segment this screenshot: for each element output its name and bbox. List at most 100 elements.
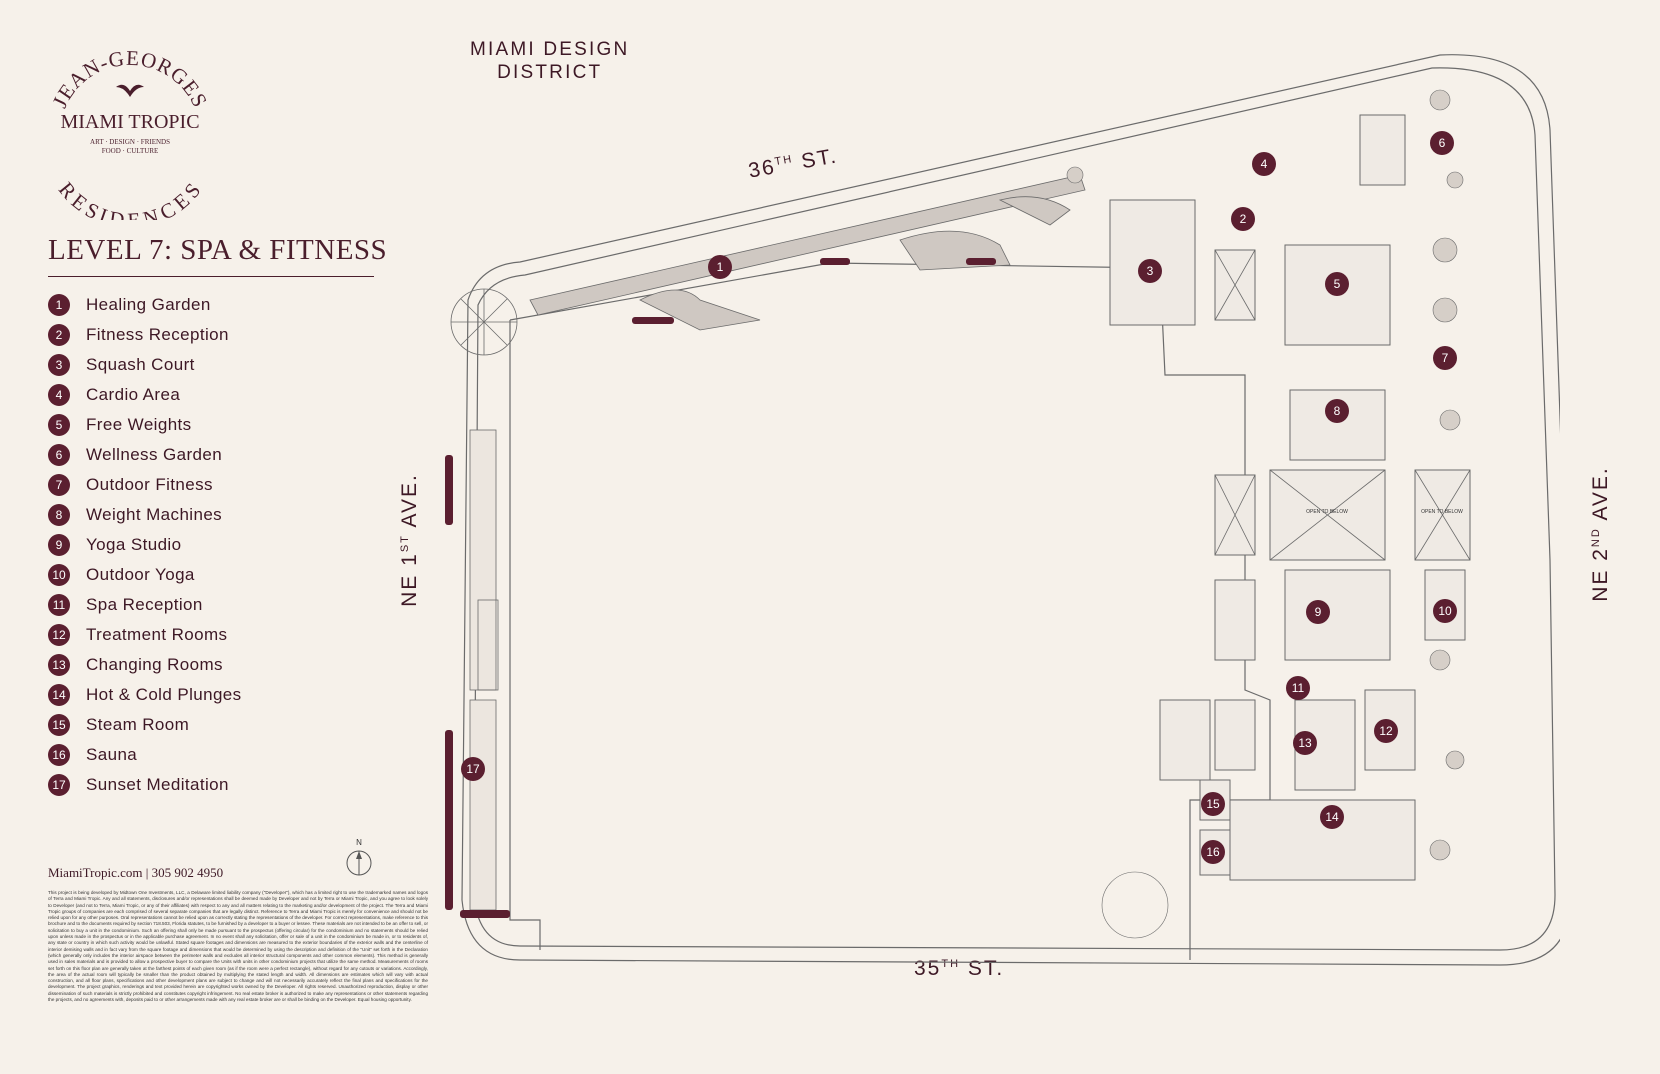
- legend-label: Outdoor Yoga: [86, 565, 195, 584]
- map-marker[interactable]: 2: [1231, 207, 1255, 231]
- amenity-rooms: [1109, 114, 1471, 881]
- legend-label: Spa Reception: [86, 595, 203, 614]
- marker-circle: [1374, 719, 1398, 743]
- marker-circle: [1325, 399, 1349, 423]
- legend-number-badge: 5: [48, 414, 70, 436]
- legend-number-badge: 1: [48, 294, 70, 316]
- map-marker[interactable]: 15: [1201, 792, 1225, 816]
- open-to-below-label: OPEN TO BELOW: [1306, 509, 1348, 515]
- district-label: MIAMI DESIGN DISTRICT: [470, 38, 629, 84]
- map-marker[interactable]: 8: [1325, 399, 1349, 423]
- legend-number-badge: 10: [48, 564, 70, 586]
- legend-number-badge: 17: [48, 774, 70, 796]
- map-marker[interactable]: 16: [1201, 840, 1225, 864]
- map-marker[interactable]: 13: [1293, 731, 1317, 755]
- marker-circle: [1320, 805, 1344, 829]
- legend-number-badge: 12: [48, 624, 70, 646]
- legal-disclaimer: This project is being developed by Midto…: [48, 890, 428, 1003]
- north-benches: [632, 258, 996, 324]
- marker-circle: [1325, 272, 1349, 296]
- legend-label: Hot & Cold Plunges: [86, 685, 242, 704]
- marker-number: 6: [1439, 136, 1446, 150]
- north-planters: [529, 174, 1086, 331]
- map-marker[interactable]: 11: [1286, 676, 1310, 700]
- east-garden-planting: [1066, 89, 1465, 939]
- legend-item: 5 Free Weights: [48, 410, 242, 440]
- map-marker[interactable]: 12: [1374, 719, 1398, 743]
- page-title: LEVEL 7: SPA & FITNESS: [48, 234, 388, 266]
- legend-item: 6 Wellness Garden: [48, 440, 242, 470]
- street-label-east: NE 2ND AVE.: [1589, 466, 1612, 602]
- legend-number-badge: 11: [48, 594, 70, 616]
- district-line-1: MIAMI DESIGN: [470, 39, 630, 60]
- legend-label: Yoga Studio: [86, 535, 182, 554]
- logo-arc-top: JEAN-GEORGES: [47, 46, 211, 112]
- marker-number: 8: [1334, 404, 1341, 418]
- map-marker[interactable]: 3: [1138, 259, 1162, 283]
- map-marker[interactable]: 6: [1430, 131, 1454, 155]
- map-marker[interactable]: 17: [461, 757, 485, 781]
- marker-circle: [1201, 792, 1225, 816]
- contact-line[interactable]: MiamiTropic.com | 305 902 4950: [48, 865, 224, 880]
- marker-number: 1: [717, 260, 724, 274]
- bird-icon: [116, 84, 144, 97]
- district-line-2: DISTRICT: [497, 62, 603, 83]
- legend-label: Squash Court: [86, 355, 195, 374]
- map-marker[interactable]: 5: [1325, 272, 1349, 296]
- marker-circle: [1430, 131, 1454, 155]
- marker-circle: [1138, 259, 1162, 283]
- legend-label: Fitness Reception: [86, 325, 229, 344]
- map-marker[interactable]: 1: [708, 255, 732, 279]
- legend-label: Steam Room: [86, 715, 190, 734]
- west-promenade: [450, 288, 518, 911]
- marker-number: 3: [1147, 264, 1154, 278]
- legend-label: Weight Machines: [86, 505, 223, 524]
- legend-item: 1 Healing Garden: [48, 290, 242, 320]
- map-marker[interactable]: 14: [1320, 805, 1344, 829]
- logo-tagline-1: ART · DESIGN · FRIENDS: [90, 138, 170, 146]
- legend-number-badge: 8: [48, 504, 70, 526]
- marker-number: 15: [1206, 797, 1220, 811]
- map-marker[interactable]: 10: [1433, 599, 1457, 623]
- legend-label: Free Weights: [86, 415, 192, 434]
- marker-number: 12: [1379, 724, 1393, 738]
- open-to-below-label-east: OPEN TO BELOW: [1421, 509, 1463, 515]
- marker-circle: [708, 255, 732, 279]
- svg-text:JEAN-GEORGES: JEAN-GEORGES: [47, 46, 212, 112]
- title-divider: [48, 276, 374, 277]
- open-to-below-areas: [1214, 249, 1471, 561]
- marker-number: 5: [1334, 277, 1341, 291]
- marker-number: 16: [1206, 845, 1220, 859]
- marker-circle: [1201, 840, 1225, 864]
- legend-label: Wellness Garden: [86, 445, 223, 464]
- map-marker[interactable]: 9: [1306, 600, 1330, 624]
- sidebar: JEAN-GEORGES MIAMI TROPIC ART · DESIGN ·…: [0, 0, 428, 1074]
- street-label-west: NE 1ST AVE.: [398, 473, 421, 607]
- marker-number: 9: [1315, 605, 1322, 619]
- marker-circle: [1433, 599, 1457, 623]
- marker-circle: [1433, 346, 1457, 370]
- legend-number-badge: 6: [48, 444, 70, 466]
- compass-label: N: [356, 838, 362, 847]
- legend-label: Cardio Area: [86, 385, 181, 404]
- logo-tagline-2: FOOD · CULTURE: [102, 147, 159, 155]
- marker-circle: [1293, 731, 1317, 755]
- marker-number: 4: [1261, 157, 1268, 171]
- legend-number-badge: 14: [48, 684, 70, 706]
- legend-item: 14 Hot & Cold Plunges: [48, 680, 242, 710]
- marker-circle: [1286, 676, 1310, 700]
- map-marker[interactable]: 4: [1252, 152, 1276, 176]
- legend-label: Healing Garden: [86, 295, 211, 314]
- legend-label: Sauna: [86, 745, 138, 764]
- svg-text:RESIDENCES: RESIDENCES: [54, 177, 206, 220]
- north-compass-icon: N: [346, 838, 372, 876]
- map-marker[interactable]: 7: [1433, 346, 1457, 370]
